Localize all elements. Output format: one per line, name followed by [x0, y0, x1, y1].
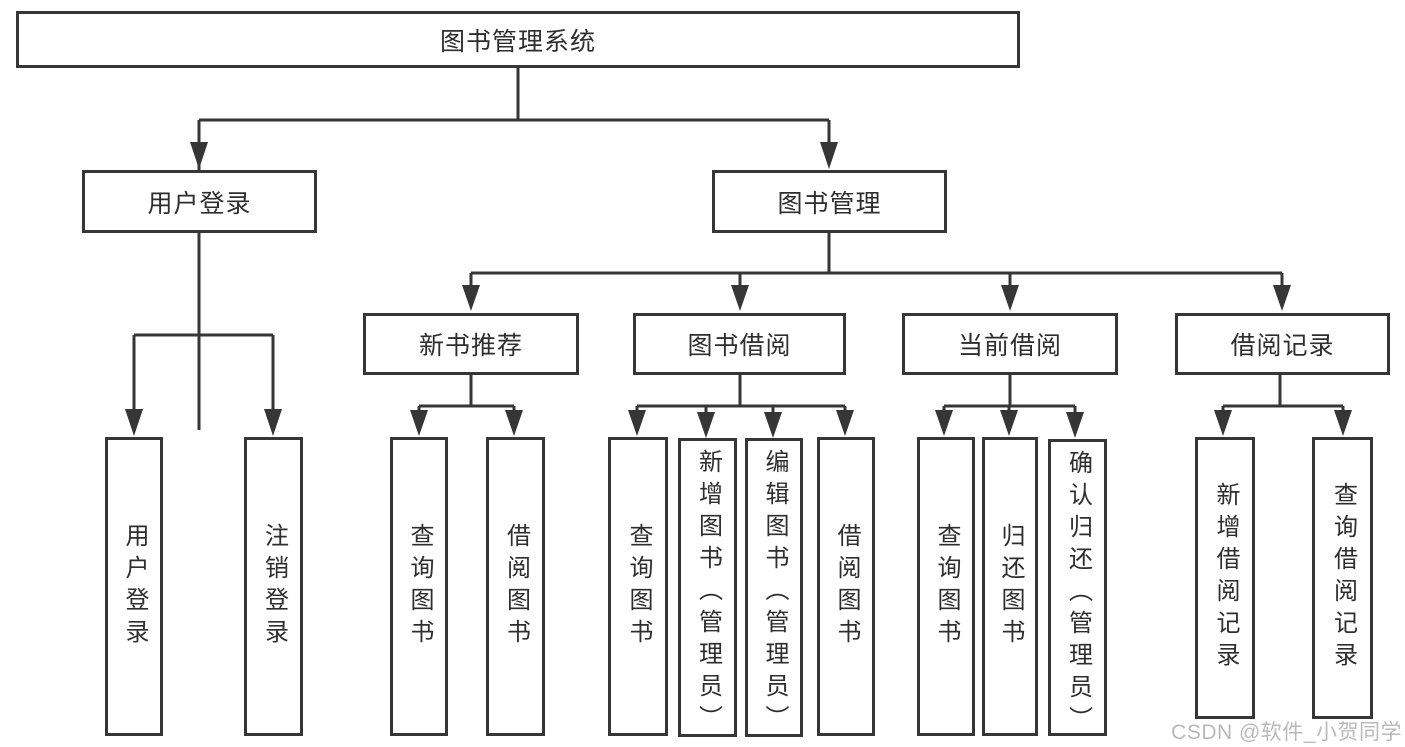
leaf-query-books-current: 查询图书 — [917, 437, 975, 736]
leaf-label: 确认归还（管理员） — [1064, 450, 1092, 738]
leaf-add-borrow-record: 新增借阅记录 — [1195, 437, 1255, 719]
connector-root-to-level2 — [197, 68, 831, 430]
leaf-query-books-borrow: 查询图书 — [608, 437, 668, 736]
node-book-borrowing: 图书借阅 — [633, 313, 846, 375]
node-user-login: 用户登录 — [82, 170, 317, 233]
connector-borrow-to-leaves — [635, 375, 847, 430]
node-current-borrowing: 当前借阅 — [902, 313, 1118, 375]
leaf-label: 借阅图书 — [502, 522, 530, 651]
leaf-label: 新增图书（管理员） — [694, 449, 722, 737]
arrowhead — [1000, 410, 1018, 436]
arrowhead — [264, 409, 282, 436]
leaf-label: 查询图书 — [933, 522, 960, 651]
leaf-label: 编辑图书（管理员） — [761, 449, 788, 737]
arrowhead — [628, 410, 646, 436]
arrowhead — [1001, 285, 1019, 311]
leaf-label: 查询图书 — [625, 522, 652, 651]
leaf-label: 注销登录 — [260, 522, 288, 651]
leaf-logout: 注销登录 — [244, 437, 303, 736]
leaf-query-borrow-record: 查询借阅记录 — [1312, 437, 1373, 719]
leaf-user-login: 用户登录 — [105, 437, 163, 736]
arrowhead — [935, 410, 953, 436]
leaf-label: 用户登录 — [121, 522, 148, 651]
arrowhead — [190, 142, 208, 169]
arrowhead — [1214, 410, 1232, 436]
connector-bookmgmt-to-level3 — [469, 233, 1284, 305]
leaf-label: 查询图书 — [406, 522, 433, 651]
leaf-label: 查询借阅记录 — [1329, 482, 1357, 674]
arrowhead — [820, 142, 838, 169]
arrowheads — [125, 142, 1352, 438]
arrowhead — [1273, 285, 1291, 311]
leaf-edit-books-admin: 编辑图书（管理员） — [745, 438, 803, 737]
leaf-confirm-return-admin: 确认归还（管理员） — [1048, 439, 1107, 738]
connector-newbooks-to-leaves — [417, 375, 516, 428]
arrowhead — [410, 410, 428, 436]
leaf-label: 新增借阅记录 — [1212, 482, 1239, 674]
leaf-borrow-books: 借阅图书 — [817, 437, 875, 736]
arrowhead — [697, 412, 715, 438]
leaf-return-books: 归还图书 — [982, 437, 1038, 736]
leaf-borrow-books-recommend: 借阅图书 — [486, 437, 545, 736]
leaf-label: 借阅图书 — [833, 522, 860, 651]
connector-records-to-leaves — [1221, 375, 1345, 428]
arrowhead — [836, 410, 854, 436]
node-borrowing-records: 借阅记录 — [1175, 313, 1390, 375]
arrowhead — [1066, 412, 1084, 438]
connector-userlogin-to-leaves — [132, 233, 275, 428]
node-library-management-system: 图书管理系统 — [16, 11, 1020, 68]
node-book-management: 图书管理 — [712, 170, 947, 233]
arrowhead — [731, 285, 749, 311]
arrowhead — [505, 410, 523, 436]
leaf-query-books-recommend: 查询图书 — [390, 437, 448, 736]
arrowhead — [462, 285, 480, 311]
csdn-watermark: CSDN @软件_小贺同学 — [1171, 721, 1402, 744]
arrowhead — [764, 412, 782, 438]
leaf-label: 归还图书 — [997, 522, 1024, 651]
node-new-book-recommendation: 新书推荐 — [363, 313, 579, 375]
arrowhead — [1334, 410, 1352, 436]
arrowhead — [125, 409, 143, 436]
leaf-add-books-admin: 新增图书（管理员） — [678, 438, 737, 737]
